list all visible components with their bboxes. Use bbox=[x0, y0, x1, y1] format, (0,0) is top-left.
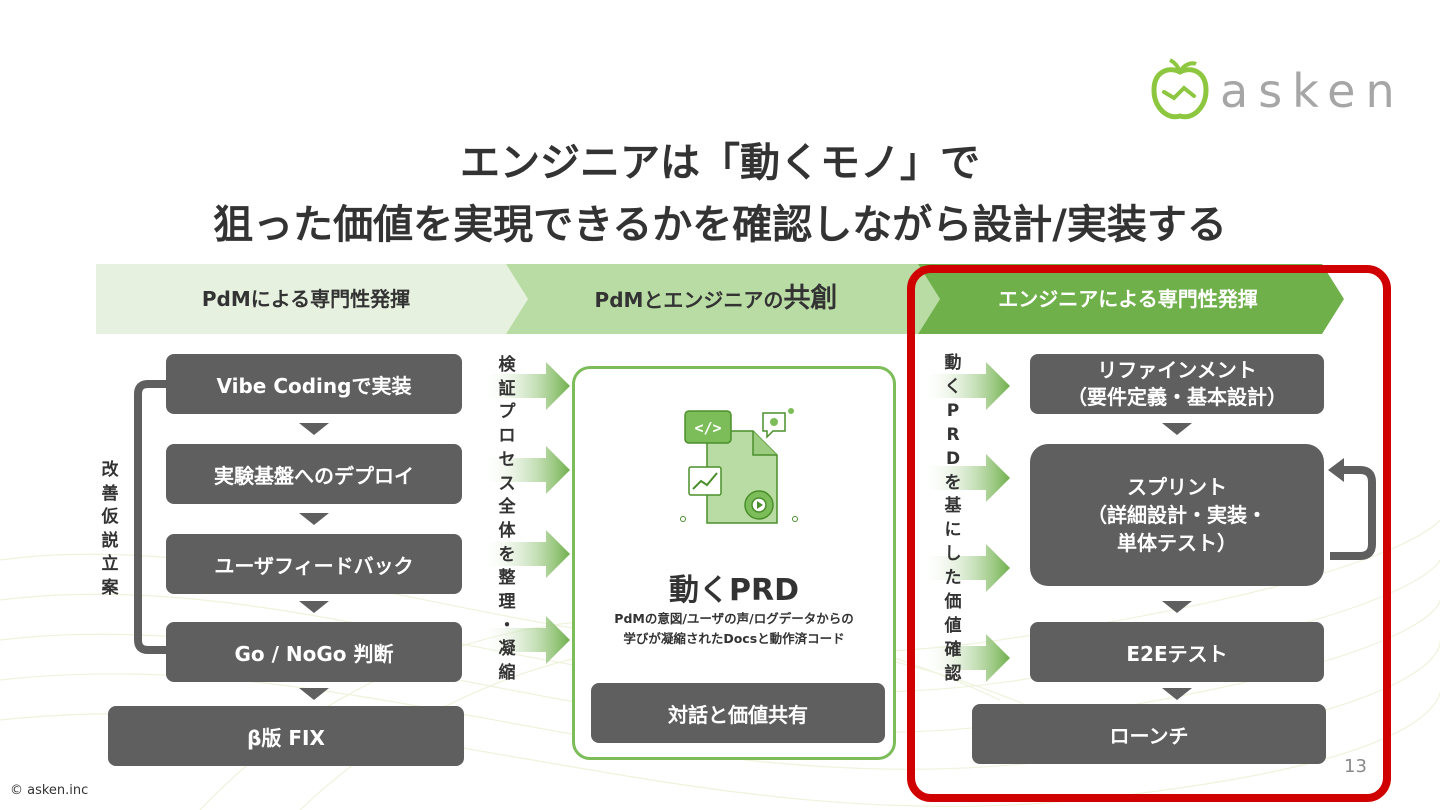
dialogue-value-sharing-label: 対話と価値共有 bbox=[668, 699, 808, 728]
down-arrow-icon bbox=[299, 601, 329, 613]
improvement-hypothesis-label: 改善仮説立案 bbox=[95, 459, 125, 600]
slide-title-line2: 狙った価値を実現できるかを確認しながら設計/実装する bbox=[0, 192, 1440, 250]
banner-cocreation-prefix: PdMとエンジニアの bbox=[595, 288, 784, 312]
step-go-nogo: Go / NoGo 判断 bbox=[166, 622, 462, 682]
step-beta-fix-label: β版 FIX bbox=[247, 722, 325, 751]
step-deploy-label: 実験基盤へのデプロイ bbox=[214, 460, 414, 489]
banner-cocreation-emphasis: 共創 bbox=[783, 283, 837, 314]
step-deploy: 実験基盤へのデプロイ bbox=[166, 444, 462, 504]
dialogue-value-sharing-box: 対話と価値共有 bbox=[591, 683, 885, 743]
down-arrow-icon bbox=[299, 423, 329, 435]
highlight-frame bbox=[907, 265, 1391, 802]
step-user-feedback-label: ユーザフィードバック bbox=[214, 550, 413, 579]
copyright: © asken.inc bbox=[10, 783, 88, 798]
down-arrow-icon bbox=[299, 513, 329, 525]
step-vibe-coding: Vibe Codingで実装 bbox=[166, 354, 462, 414]
working-prd-panel: </> 動くPRD PdMの意図/ユーザの声/ログデータからの 学びが凝縮された… bbox=[572, 366, 896, 760]
banner-pdm-label: PdMによる専門性発揮 bbox=[96, 264, 516, 334]
document-code-icon: </> bbox=[679, 405, 799, 531]
working-prd-title: 動くPRD bbox=[575, 565, 893, 609]
apple-logo-icon bbox=[1150, 58, 1210, 124]
step-go-nogo-label: Go / NoGo 判断 bbox=[235, 638, 394, 667]
improvement-loop-arrow bbox=[128, 370, 188, 662]
down-arrow-icon bbox=[299, 688, 329, 700]
asken-logo: asken bbox=[1150, 58, 1390, 124]
code-icon-text: </> bbox=[694, 419, 721, 437]
working-prd-subtitle: PdMの意図/ユーザの声/ログデータからの 学びが凝縮されたDocsと動作済コー… bbox=[575, 609, 893, 649]
step-user-feedback: ユーザフィードバック bbox=[166, 534, 462, 594]
verify-process-label: 検証プロセス全体を整理・凝縮 bbox=[491, 354, 523, 686]
slide-title-line1: エンジニアは「動くモノ」で bbox=[0, 130, 1440, 188]
step-vibe-coding-label: Vibe Codingで実装 bbox=[217, 370, 412, 399]
logo-wordmark: asken bbox=[1220, 64, 1405, 118]
banner-cocreation-label: PdMとエンジニアの共創 bbox=[506, 264, 926, 334]
step-beta-fix: β版 FIX bbox=[108, 706, 464, 766]
